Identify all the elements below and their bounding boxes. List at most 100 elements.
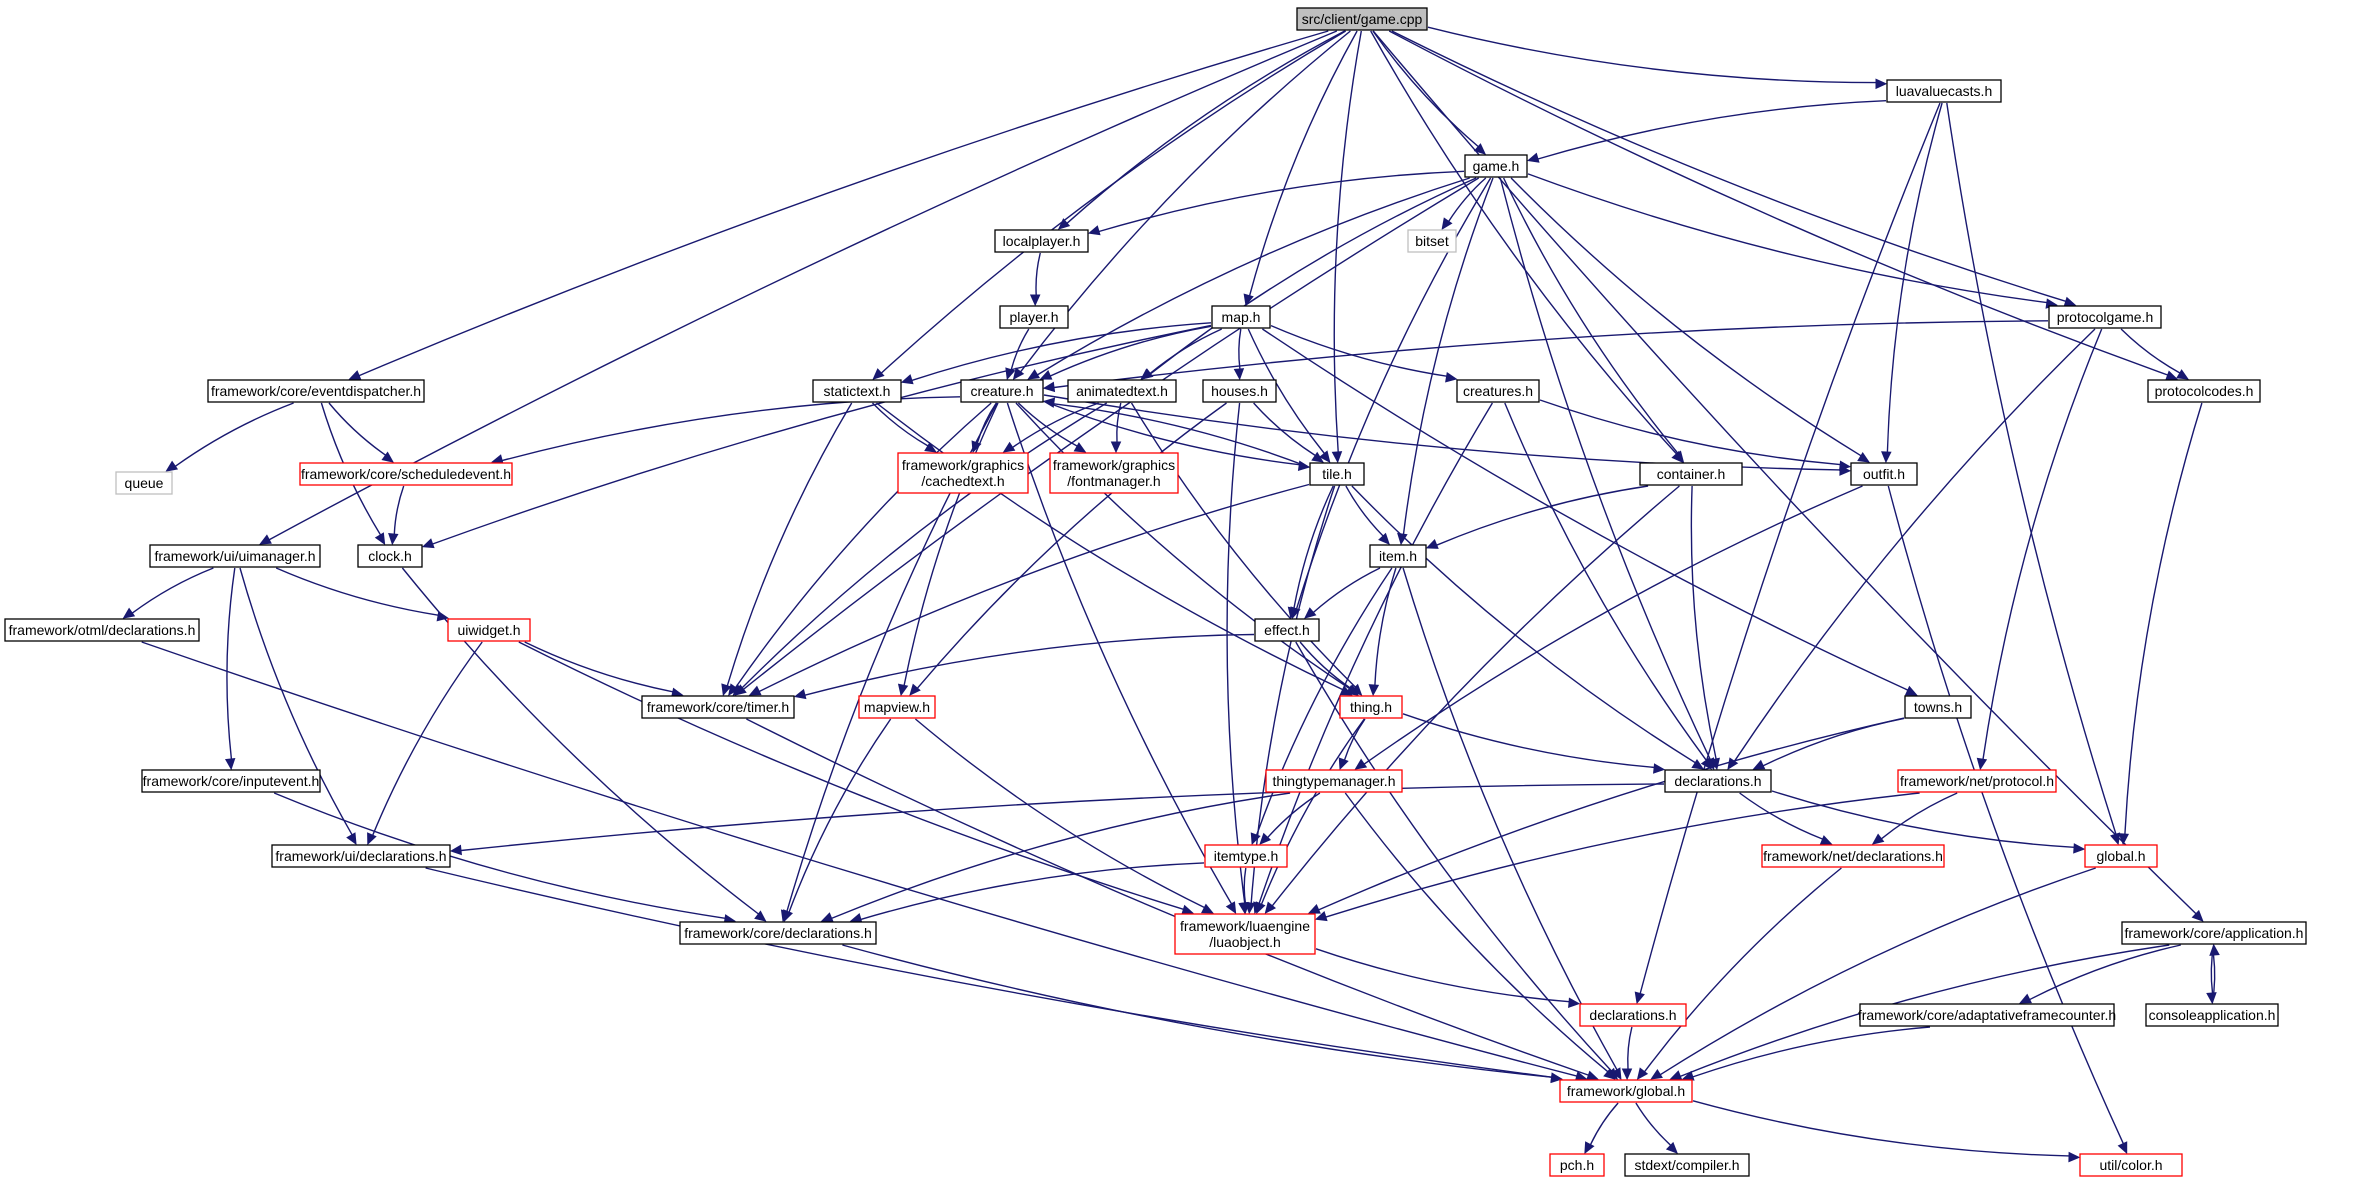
node-queue[interactable]: queue — [115, 471, 173, 495]
edge-line — [1880, 792, 1958, 840]
node-bitset[interactable]: bitset — [1407, 229, 1457, 253]
node-game-cpp[interactable]: src/client/game.cpp — [1296, 7, 1428, 31]
node-protocolcodes[interactable]: protocolcodes.h — [2147, 379, 2261, 403]
node-box — [141, 769, 321, 793]
node-game-h[interactable]: game.h — [1464, 154, 1528, 178]
edge-arrowhead — [924, 441, 937, 453]
edge-uimanager-to-ui_declarations — [239, 567, 357, 846]
node-fw-global[interactable]: framework/global.h — [1559, 1079, 1693, 1103]
node-scheduledevent[interactable]: framework/core/scheduledevent.h — [299, 462, 513, 486]
edge-line — [876, 402, 1344, 691]
node-declarations[interactable]: declarations.h — [1664, 769, 1772, 793]
edge-line — [1295, 177, 1492, 610]
node-global-h[interactable]: global.h — [2084, 844, 2158, 868]
edge-line — [1150, 177, 1477, 375]
edge-arrowhead — [1243, 293, 1254, 307]
node-luavaluecasts[interactable]: luavaluecasts.h — [1886, 79, 2002, 103]
node-houses[interactable]: houses.h — [1202, 379, 1277, 403]
node-itemtype[interactable]: itemtype.h — [1204, 844, 1288, 868]
edge-line — [1267, 792, 1321, 838]
edge-arrowhead — [2063, 296, 2077, 307]
node-towns[interactable]: towns.h — [1904, 695, 1972, 719]
node-compiler[interactable]: stdext/compiler.h — [1624, 1153, 1750, 1177]
node-consoleapplication[interactable]: consoleapplication.h — [2145, 1003, 2279, 1027]
edge-line — [358, 30, 1329, 377]
node-box — [4, 618, 200, 642]
node-label: /luaobject.h — [1209, 934, 1281, 950]
node-net-declarations[interactable]: framework/net/declarations.h — [1761, 844, 1945, 868]
edge-game_cpp-to-eventdispatcher — [348, 30, 1329, 380]
node-otml-declarations[interactable]: framework/otml/declarations.h — [4, 618, 200, 642]
node-player[interactable]: player.h — [999, 305, 1069, 329]
node-label: framework/ui/declarations.h — [275, 848, 446, 864]
node-container[interactable]: container.h — [1639, 462, 1743, 486]
node-eventdispatcher[interactable]: framework/core/eventdispatcher.h — [207, 379, 425, 403]
node-net-protocol[interactable]: framework/net/protocol.h — [1897, 769, 2057, 793]
node-localplayer[interactable]: localplayer.h — [994, 229, 1089, 253]
edge-map-to-tile — [1247, 328, 1331, 463]
node-effect[interactable]: effect.h — [1254, 618, 1320, 642]
edge-line — [1149, 328, 1222, 375]
edge-line — [432, 324, 1212, 545]
node-application[interactable]: framework/core/application.h — [2121, 921, 2307, 945]
edge-arrowhead — [1012, 367, 1025, 380]
node-clock[interactable]: clock.h — [357, 544, 423, 568]
node-adaptative[interactable]: framework/core/adaptativeframecounter.h — [1858, 1003, 2116, 1027]
node-item[interactable]: item.h — [1369, 544, 1427, 568]
node-fontmanager[interactable]: framework/graphics/fontmanager.h — [1049, 452, 1179, 494]
node-inputevent[interactable]: framework/core/inputevent.h — [141, 769, 321, 793]
edge-arrowhead — [1441, 217, 1453, 231]
node-thing[interactable]: thing.h — [1339, 695, 1403, 719]
node-creatures[interactable]: creatures.h — [1456, 379, 1540, 403]
edge-protocolgame-to-net_protocol — [1976, 328, 2103, 771]
node-luaobject[interactable]: framework/luaengine/luaobject.h — [1174, 913, 1316, 955]
node-ui-declarations[interactable]: framework/ui/declarations.h — [271, 844, 451, 868]
edge-line — [518, 641, 1184, 910]
node-uimanager[interactable]: framework/ui/uimanager.h — [149, 544, 321, 568]
edge-arrowhead — [1871, 833, 1885, 845]
node-color[interactable]: util/color.h — [2079, 1153, 2183, 1177]
edge-line — [740, 402, 1108, 690]
node-map[interactable]: map.h — [1211, 305, 1271, 329]
edge-line — [1402, 713, 1655, 769]
node-label: framework/core/declarations.h — [684, 925, 872, 941]
node-tile[interactable]: tile.h — [1309, 462, 1365, 486]
node-cachedtext[interactable]: framework/graphics/cachedtext.h — [897, 452, 1029, 494]
edge-map-to-creatures — [1270, 324, 1458, 383]
edge-line — [1343, 718, 1366, 761]
edge-arrowhead — [1585, 1070, 1599, 1081]
node-animatedtext[interactable]: animatedtext.h — [1067, 379, 1177, 403]
edge-game_cpp-to-game_h — [1372, 30, 1487, 155]
edge-game_cpp-to-localplayer — [1057, 30, 1346, 230]
edge-line — [1053, 320, 2049, 389]
edge-line — [1243, 867, 1247, 904]
node-creature[interactable]: creature.h — [960, 379, 1044, 403]
edge-line — [501, 396, 961, 462]
edge-line — [328, 402, 387, 456]
edge-declarations-to-ui_declarations — [449, 783, 1665, 856]
node-outfit[interactable]: outfit.h — [1850, 462, 1918, 486]
node-declarations-red[interactable]: declarations.h — [1579, 1003, 1687, 1027]
node-pch[interactable]: pch.h — [1549, 1153, 1605, 1177]
node-label: effect.h — [1264, 622, 1310, 638]
node-uiwidget[interactable]: uiwidget.h — [447, 618, 531, 642]
node-thingtypemanager[interactable]: thingtypemanager.h — [1265, 769, 1403, 793]
edge-arrowhead — [728, 683, 740, 697]
edge-net_protocol-to-luaobject — [1314, 792, 1920, 922]
node-box — [679, 921, 877, 945]
edge-line — [372, 641, 483, 836]
node-core-declarations[interactable]: framework/core/declarations.h — [679, 921, 877, 945]
node-mapview[interactable]: mapview.h — [858, 695, 936, 719]
node-box — [2084, 844, 2158, 868]
edge-line — [880, 30, 1347, 374]
node-protocolgame[interactable]: protocolgame.h — [2048, 305, 2162, 329]
edge-line — [1886, 102, 1943, 453]
node-timer[interactable]: framework/core/timer.h — [641, 695, 795, 719]
edge-towns-to-luaobject — [1307, 717, 1905, 914]
edge-arrowhead — [1338, 757, 1349, 771]
node-statictext[interactable]: statictext.h — [812, 379, 902, 403]
edge-arrowhead — [897, 683, 909, 697]
edge-map-to-statictext — [900, 322, 1212, 385]
edge-map-to-clock — [421, 324, 1212, 549]
node-label: container.h — [1657, 466, 1726, 482]
